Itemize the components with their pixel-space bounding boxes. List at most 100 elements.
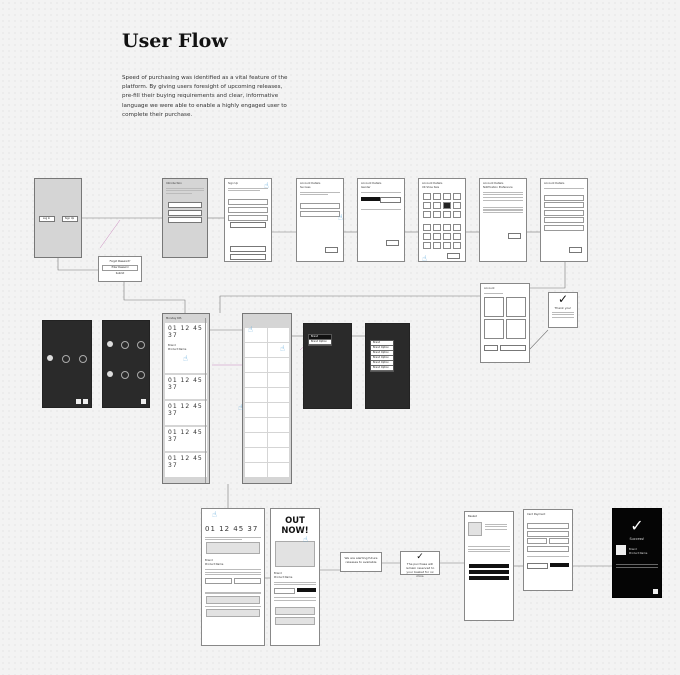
signup-header: Sign Up [228, 182, 239, 185]
login-button[interactable]: Log In [38, 216, 55, 222]
thank-you-panel: ✓ Thank you! [548, 292, 578, 328]
connector-thanks-countdown [219, 295, 480, 313]
countdown-product: Product Name [168, 348, 187, 351]
brand-dropdown-expanded[interactable]: Brand Brand Option Brand Option Brand Op… [370, 340, 394, 372]
countdown-timer: 01 12 45 37 [168, 325, 203, 339]
introduction-header: Introduction [166, 182, 182, 185]
size-grid-2[interactable] [423, 224, 461, 249]
basket-screen[interactable]: Basket [464, 511, 514, 621]
notification-sub: Notification Preference [483, 186, 513, 189]
countdown-row-2: 01 12 45 37 [168, 377, 203, 391]
card-name-field[interactable] [527, 530, 569, 537]
brand-dropdown-collapsed[interactable]: Brand Brand Option [308, 334, 332, 346]
payment-cancel-button[interactable] [527, 562, 548, 569]
paypal-button[interactable] [469, 575, 509, 580]
signup-submit-button[interactable] [230, 222, 266, 229]
address-field-5[interactable] [544, 225, 584, 232]
shoe-size-header: Account Details [422, 182, 443, 185]
card-payment-screen[interactable]: Card Payment [523, 509, 573, 591]
account-screen: Account [480, 283, 530, 363]
submit-button[interactable]: Submit [115, 272, 125, 276]
notification-continue-button[interactable] [508, 233, 521, 240]
signup-social-button[interactable] [230, 246, 266, 253]
qty-select[interactable] [234, 578, 261, 585]
address-field-1[interactable] [544, 194, 584, 201]
countdown-brand: Brand [168, 344, 176, 347]
release-size-select[interactable] [274, 588, 295, 595]
dark-option-1[interactable] [47, 355, 54, 361]
address-field-4[interactable] [544, 217, 584, 224]
reserved-check-icon: ✓ [416, 552, 424, 562]
forgot-password-label: Forgot Password? [109, 260, 131, 263]
shoe-size-screen: Account Details UK Shoe Size [418, 178, 466, 262]
postcode-field[interactable] [527, 545, 569, 552]
password-field[interactable]: Enter Password [102, 264, 138, 271]
reserved-note: ✓ The purchase will remain reserved to y… [400, 551, 440, 578]
cvv-field[interactable] [549, 538, 569, 545]
basket-header: Basket [468, 515, 477, 518]
size-select[interactable] [205, 578, 232, 585]
release-list-screen[interactable]: Monday 6th 01 12 45 37 Brand Product Nam… [162, 313, 210, 484]
product-brand: Brand [205, 559, 213, 563]
intro-facebook-button[interactable] [168, 217, 202, 224]
out-now-screen[interactable]: OUT NOW! Brand Product Name [270, 508, 320, 646]
address-field-2[interactable] [544, 202, 584, 209]
tap-gesture-icon: ☝ [212, 510, 217, 519]
address-field-3[interactable] [544, 209, 584, 216]
gender-option-female[interactable] [380, 196, 401, 203]
intro-email-button[interactable] [168, 202, 202, 209]
product-countdown-screen[interactable]: 01 12 45 37 Brand Product Name [201, 508, 265, 646]
expiry-field[interactable] [527, 538, 547, 545]
intro-paragraph: Speed of purchasing was identified as a … [122, 74, 288, 119]
browse-grid-screen[interactable] [242, 313, 292, 484]
signup-password-field[interactable] [228, 206, 268, 213]
dark-option-3[interactable] [78, 355, 87, 363]
success-brand: Brand [629, 548, 637, 551]
size-grid[interactable] [423, 193, 461, 218]
gender-continue-button[interactable] [386, 239, 399, 246]
confirm-pay-button[interactable] [550, 562, 569, 567]
gender-sub: Gender [361, 186, 371, 189]
signup-email-field[interactable] [228, 199, 268, 206]
intro-twitter-button[interactable] [168, 209, 202, 216]
check-icon: ✓ [557, 292, 569, 306]
success-product: Product Name [629, 552, 648, 555]
checkout-button[interactable] [469, 564, 509, 569]
thank-you-text: Thank you! [554, 306, 572, 310]
signup-screen: Sign Up [224, 178, 272, 262]
account-manage-button[interactable] [500, 344, 526, 351]
details-continue-button[interactable] [325, 246, 338, 253]
signup-social2-button[interactable] [230, 253, 266, 260]
shoe-size-sub: UK Shoe Size [422, 186, 440, 189]
first-name-field[interactable] [300, 203, 340, 210]
signup-confirm-field[interactable] [228, 214, 268, 221]
notification-screen: Account Details Notification Preference [479, 178, 527, 262]
notification-header: Account Details [483, 182, 504, 185]
dropdown-screen-1: Brand Brand Option [303, 323, 352, 409]
alert-note: We are alerting future releases to avail… [340, 552, 382, 572]
last-name-field[interactable] [300, 210, 340, 217]
delivery-header: Account Details [544, 182, 565, 185]
delivery-continue-button[interactable] [569, 247, 582, 254]
gender-option-male[interactable] [361, 196, 380, 201]
tap-gesture-icon: ☝ [264, 181, 269, 190]
add-to-bag-button[interactable] [297, 588, 316, 593]
account-details-screen: Account Details Success [296, 178, 344, 262]
connector-forgot-countdown [123, 282, 186, 313]
signup-button[interactable]: Sign Up [61, 216, 78, 222]
tap-gesture-icon: ☝ [238, 403, 243, 412]
account-logout-button[interactable] [484, 344, 498, 351]
connector-account-thanks [528, 329, 549, 351]
dropdown-screen-2: Brand Brand Option Brand Option Brand Op… [365, 323, 410, 409]
gender-header: Account Details [361, 182, 382, 185]
dark-option-2[interactable] [61, 355, 70, 363]
size-continue-button[interactable] [447, 253, 460, 259]
product-name: Product Name [205, 563, 224, 567]
reserved-text: The purchase will remain reserved to you… [405, 562, 435, 578]
introduction-screen: Introduction [162, 178, 208, 258]
release-product: Product Name [274, 576, 293, 579]
apple-pay-button[interactable] [469, 570, 509, 575]
scroll-marker [205, 318, 210, 483]
tap-gesture-icon: ☝ [280, 344, 285, 353]
card-number-field[interactable] [527, 523, 569, 529]
